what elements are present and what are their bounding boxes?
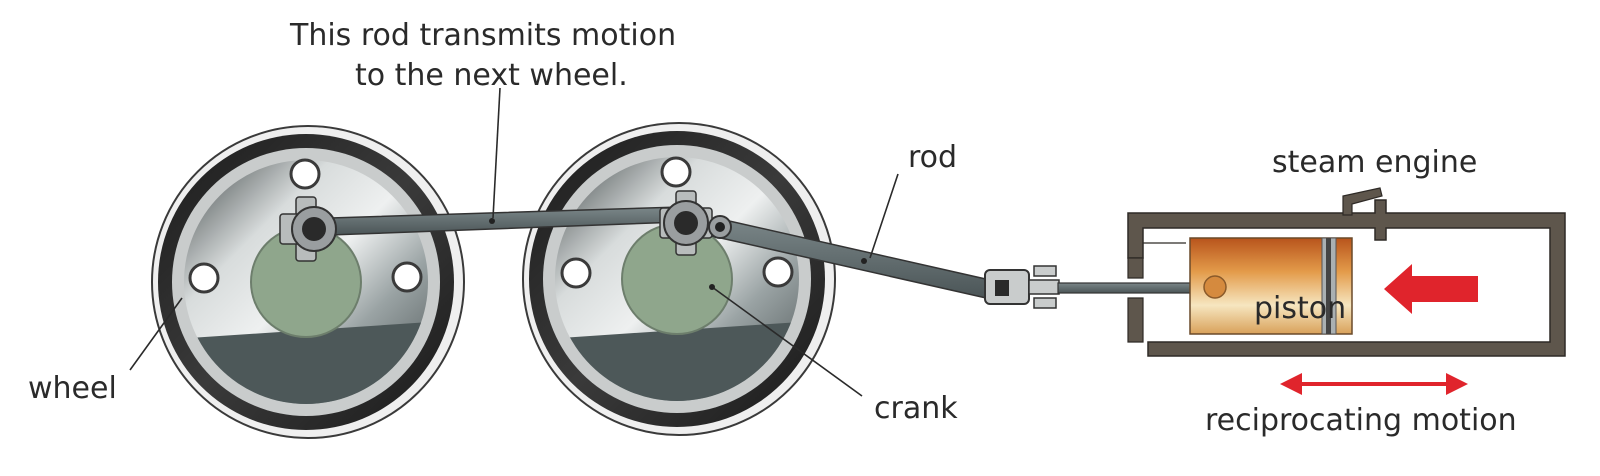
crosshead	[984, 265, 1060, 309]
reciprocating-motion-label: reciprocating motion	[1205, 403, 1517, 438]
leader-wheel	[129, 297, 183, 371]
wheel-right-hole-left	[560, 257, 592, 289]
rod-note-line1: This rod transmits motion	[289, 18, 676, 53]
wheel-left-hole-left	[188, 262, 220, 294]
crank-pin-left	[279, 196, 337, 262]
force-arrow-left	[1384, 264, 1478, 314]
piston-label: piston	[1254, 291, 1346, 326]
leader-crank	[711, 286, 863, 397]
piston-rod	[1057, 282, 1209, 294]
wheel-left-hole-right	[391, 261, 423, 293]
steam-engine-label: steam engine	[1272, 145, 1477, 180]
steam-engine-cylinder	[1127, 187, 1566, 357]
rod-note-line2: to the next wheel.	[355, 58, 628, 93]
piston	[1189, 237, 1353, 335]
wheel-left	[151, 125, 465, 439]
leader-rod-note	[492, 87, 501, 219]
crank-label: crank	[874, 391, 958, 426]
wheel-label: wheel	[28, 371, 117, 406]
wheel-left-hole-top	[289, 158, 321, 190]
wheel-right-hole-top	[660, 156, 692, 188]
rod-label: rod	[908, 140, 957, 175]
leader-rod	[869, 173, 899, 259]
wheel-right-hole-right	[762, 256, 794, 288]
wheel-right	[522, 122, 836, 436]
reciprocating-motion-arrow	[1280, 373, 1468, 395]
